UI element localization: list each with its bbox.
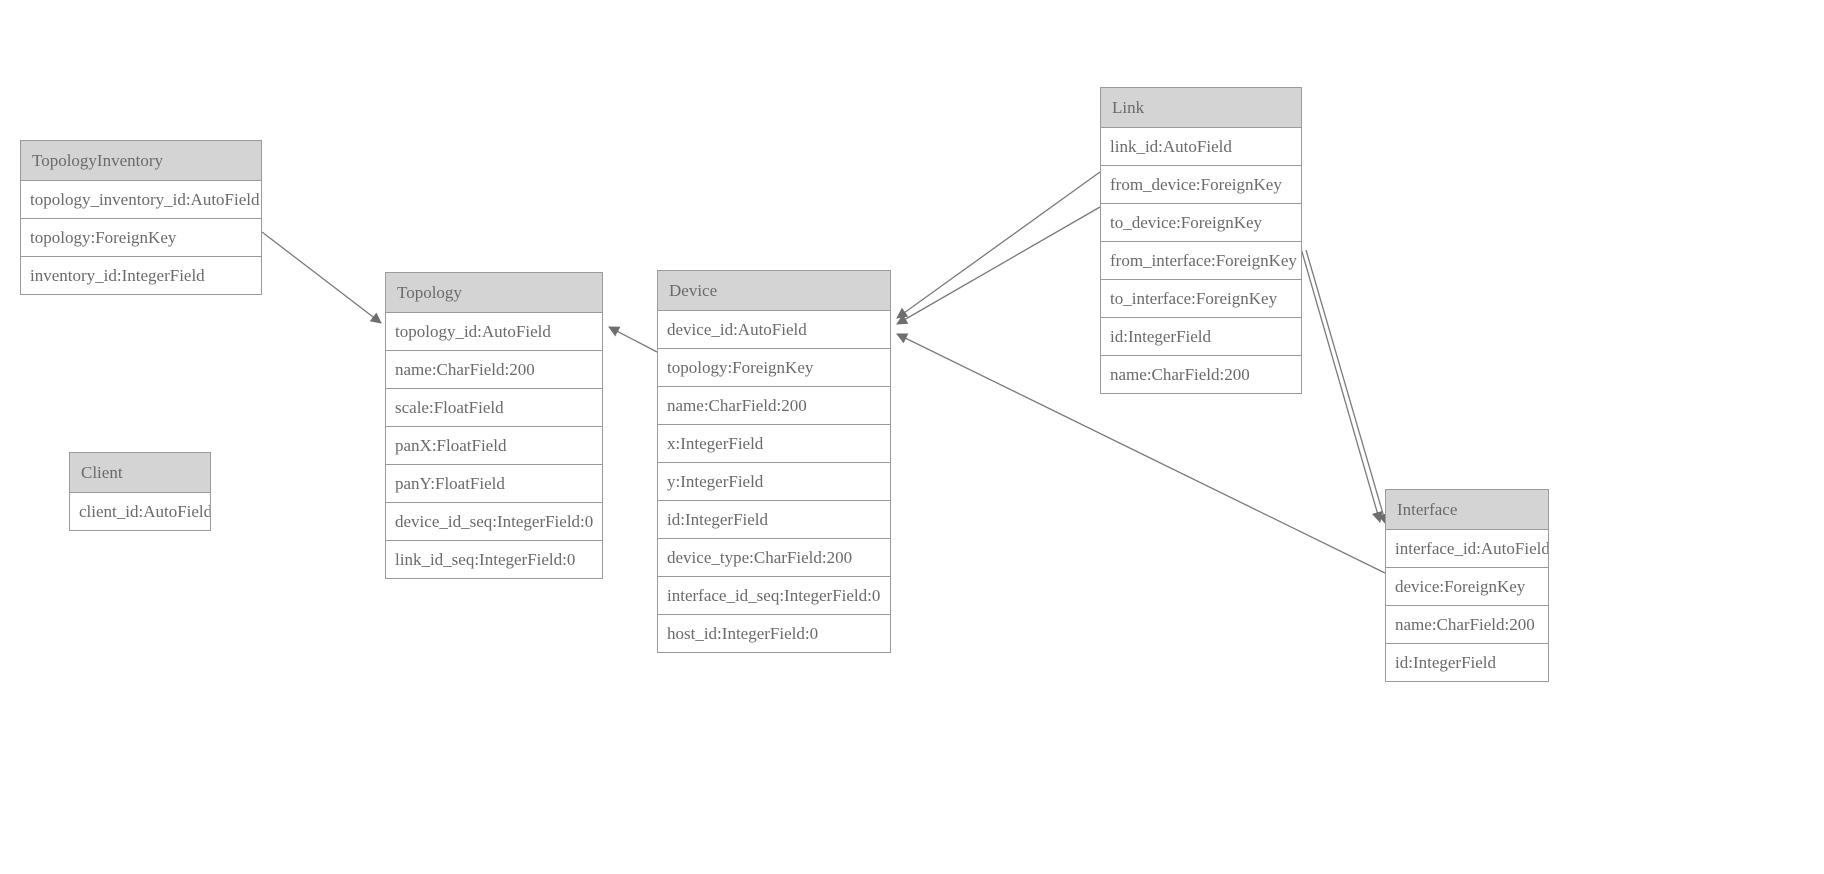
entity-title-link: Link xyxy=(1101,88,1301,128)
entity-field[interactable]: topology:ForeignKey xyxy=(21,219,261,257)
entity-field[interactable]: panY:FloatField xyxy=(386,465,602,503)
entity-device[interactable]: Device device_id:AutoField topology:Fore… xyxy=(657,270,891,653)
edge-link-todevice-to-device xyxy=(896,206,1101,325)
entity-field[interactable]: interface_id_seq:IntegerField:0 xyxy=(658,577,890,615)
entity-field[interactable]: from_interface:ForeignKey xyxy=(1101,242,1301,280)
entity-fields-interface: interface_id:AutoField device:ForeignKey… xyxy=(1386,530,1548,681)
edge-topologyinventory-to-topology xyxy=(261,231,382,324)
entity-interface[interactable]: Interface interface_id:AutoField device:… xyxy=(1385,489,1549,682)
entity-field[interactable]: interface_id:AutoField xyxy=(1386,530,1548,568)
entity-field[interactable]: to_interface:ForeignKey xyxy=(1101,280,1301,318)
entity-field[interactable]: device_id:AutoField xyxy=(658,311,890,349)
entity-field[interactable]: host_id:IntegerField:0 xyxy=(658,615,890,652)
entity-field[interactable]: x:IntegerField xyxy=(658,425,890,463)
entity-field[interactable]: topology_id:AutoField xyxy=(386,313,602,351)
entity-title-interface: Interface xyxy=(1386,490,1548,530)
entity-fields-device: device_id:AutoField topology:ForeignKey … xyxy=(658,311,890,652)
entity-title-topologyinventory: TopologyInventory xyxy=(21,141,261,181)
entity-field[interactable]: from_device:ForeignKey xyxy=(1101,166,1301,204)
entity-field[interactable]: inventory_id:IntegerField xyxy=(21,257,261,294)
entity-topologyinventory[interactable]: TopologyInventory topology_inventory_id:… xyxy=(20,140,262,295)
edge-link-fromdevice-to-device xyxy=(896,171,1101,319)
entity-field[interactable]: topology_inventory_id:AutoField xyxy=(21,181,261,219)
entity-title-device: Device xyxy=(658,271,890,311)
entity-field[interactable]: name:CharField:200 xyxy=(1386,606,1548,644)
entity-title-client: Client xyxy=(70,453,210,493)
entity-field[interactable]: id:IntegerField xyxy=(1101,318,1301,356)
entity-topology[interactable]: Topology topology_id:AutoField name:Char… xyxy=(385,272,603,579)
entity-link[interactable]: Link link_id:AutoField from_device:Forei… xyxy=(1100,87,1302,394)
entity-field[interactable]: device_type:CharField:200 xyxy=(658,539,890,577)
entity-fields-topologyinventory: topology_inventory_id:AutoField topology… xyxy=(21,181,261,294)
entity-field[interactable]: panX:FloatField xyxy=(386,427,602,465)
entity-field[interactable]: to_device:ForeignKey xyxy=(1101,204,1301,242)
edge-device-to-topology xyxy=(608,326,658,353)
entity-title-topology: Topology xyxy=(386,273,602,313)
entity-field[interactable]: scale:FloatField xyxy=(386,389,602,427)
entity-field[interactable]: id:IntegerField xyxy=(658,501,890,539)
entity-field[interactable]: device_id_seq:IntegerField:0 xyxy=(386,503,602,541)
entity-field[interactable]: name:CharField:200 xyxy=(1101,356,1301,393)
entity-field[interactable]: name:CharField:200 xyxy=(658,387,890,425)
entity-field[interactable]: device:ForeignKey xyxy=(1386,568,1548,606)
entity-field[interactable]: link_id_seq:IntegerField:0 xyxy=(386,541,602,578)
edge-link-tointerface-to-interface xyxy=(1305,249,1389,525)
entity-field[interactable]: name:CharField:200 xyxy=(386,351,602,389)
edge-link-frominterface-to-interface xyxy=(1297,237,1383,523)
entity-field[interactable]: client_id:AutoField xyxy=(70,493,210,530)
entity-field[interactable]: topology:ForeignKey xyxy=(658,349,890,387)
entity-fields-link: link_id:AutoField from_device:ForeignKey… xyxy=(1101,128,1301,393)
entity-fields-client: client_id:AutoField xyxy=(70,493,210,530)
entity-field[interactable]: y:IntegerField xyxy=(658,463,890,501)
entity-field[interactable]: link_id:AutoField xyxy=(1101,128,1301,166)
entity-client[interactable]: Client client_id:AutoField xyxy=(69,452,211,531)
entity-fields-topology: topology_id:AutoField name:CharField:200… xyxy=(386,313,602,578)
entity-field[interactable]: id:IntegerField xyxy=(1386,644,1548,681)
